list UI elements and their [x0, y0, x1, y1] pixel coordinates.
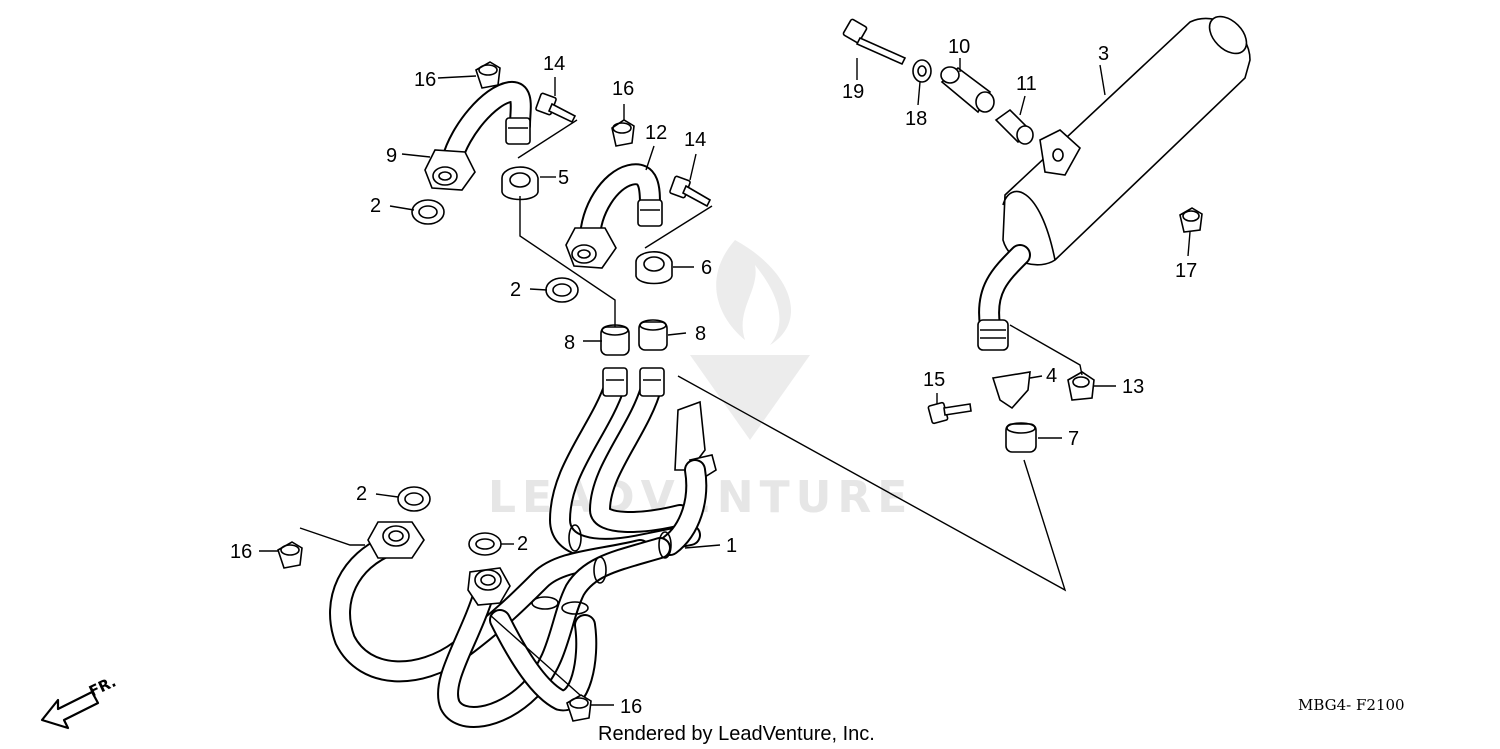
render-credit: Rendered by LeadVenture, Inc. — [598, 723, 875, 745]
diagram-code: MBG4- F2100 — [1298, 696, 1405, 714]
bolt — [535, 18, 972, 425]
callout-4: 4 — [1046, 365, 1057, 387]
gasket — [397, 199, 579, 556]
reference-lines — [259, 58, 1191, 706]
front-label: FR. — [86, 673, 119, 701]
callout-7: 7 — [1068, 428, 1079, 450]
rubber-mount — [940, 66, 995, 114]
callout-12: 12 — [645, 122, 667, 144]
callout-1: 1 — [726, 535, 737, 557]
callout-13: 13 — [1122, 376, 1144, 398]
collar — [994, 108, 1034, 145]
callout-2: 2 — [356, 483, 367, 505]
callout-16: 16 — [414, 69, 436, 91]
callout-numbers: 16 14 9 5 2 16 12 14 6 2 8 8 2 16 2 1 16… — [230, 36, 1197, 718]
callout-16: 16 — [620, 696, 642, 718]
callout-8: 8 — [695, 323, 706, 345]
callout-14: 14 — [684, 129, 706, 151]
callout-15: 15 — [923, 369, 945, 391]
callout-5: 5 — [558, 167, 569, 189]
callout-6: 6 — [701, 257, 712, 279]
callout-17: 17 — [1175, 260, 1197, 282]
exhaust-header-pipe — [329, 367, 717, 728]
sealing-gasket — [600, 319, 1037, 453]
callout-10: 10 — [948, 36, 970, 58]
flange-nut — [277, 61, 1203, 722]
callout-9: 9 — [386, 145, 397, 167]
callout-3: 3 — [1098, 43, 1109, 65]
muffler — [977, 15, 1251, 351]
callout-2: 2 — [370, 195, 381, 217]
callout-2: 2 — [517, 533, 528, 555]
joint-pipe-center — [565, 163, 663, 269]
callout-18: 18 — [905, 108, 927, 130]
callout-19: 19 — [842, 81, 864, 103]
pipe-clamp — [501, 166, 1031, 410]
callout-8: 8 — [564, 332, 575, 354]
front-arrow-icon — [40, 690, 100, 730]
callout-2: 2 — [510, 279, 521, 301]
callout-14: 14 — [543, 53, 565, 75]
callout-16: 16 — [230, 541, 252, 563]
front-direction-indicator: FR. — [40, 673, 119, 730]
callout-11: 11 — [1016, 73, 1037, 95]
joint-pipe-left — [424, 81, 532, 191]
callout-16: 16 — [612, 78, 634, 100]
washer — [912, 59, 932, 83]
